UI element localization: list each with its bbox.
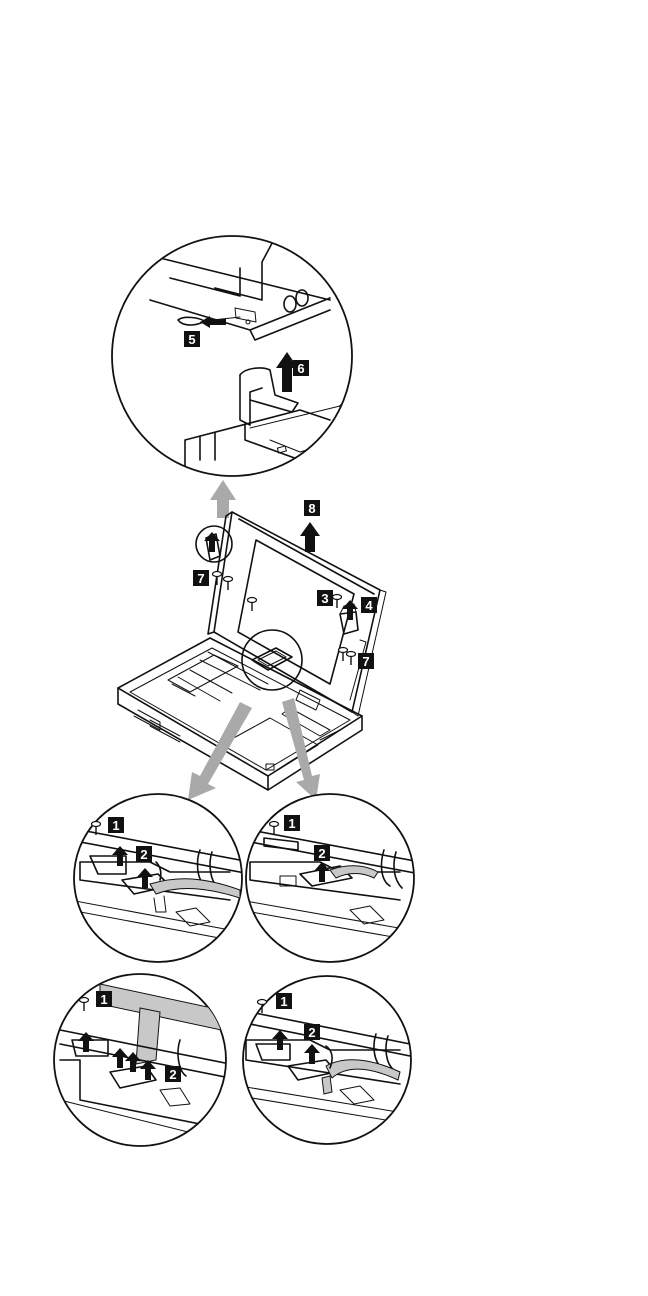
svg-text:4: 4 — [365, 598, 373, 613]
callout-2-d: 2 — [304, 1024, 320, 1040]
svg-text:2: 2 — [318, 846, 325, 861]
detail-circle-top — [112, 232, 372, 476]
svg-text:1: 1 — [112, 818, 119, 833]
screw-icon — [213, 572, 222, 586]
callout-3: 3 — [317, 590, 333, 606]
detail-circle-b — [240, 794, 420, 962]
callout-6: 6 — [293, 360, 309, 376]
up-arrow-icon — [300, 522, 320, 552]
callout-4: 4 — [361, 597, 377, 613]
screw-icon — [224, 577, 233, 591]
detail-circle-d — [240, 976, 420, 1144]
callout-7-left: 7 — [193, 570, 209, 586]
callout-1-d: 1 — [276, 993, 292, 1009]
svg-text:2: 2 — [308, 1025, 315, 1040]
svg-text:1: 1 — [100, 992, 107, 1007]
callout-7-right: 7 — [358, 653, 374, 669]
screw-icon — [333, 595, 342, 609]
screw-icon — [248, 598, 257, 612]
detail-circle-a — [70, 794, 250, 962]
callout-8: 8 — [304, 500, 320, 516]
callout-5: 5 — [184, 331, 200, 347]
zoom-arrow-icon — [282, 698, 320, 800]
screw-icon — [347, 652, 356, 666]
svg-text:7: 7 — [197, 571, 204, 586]
callout-1-a: 1 — [108, 817, 124, 833]
svg-text:2: 2 — [169, 1067, 176, 1082]
zoom-arrow-icon — [188, 702, 252, 800]
svg-text:3: 3 — [321, 591, 328, 606]
svg-text:7: 7 — [362, 654, 369, 669]
callout-1-b: 1 — [284, 815, 300, 831]
svg-text:8: 8 — [308, 501, 315, 516]
svg-text:1: 1 — [280, 994, 287, 1009]
callout-2-c: 2 — [165, 1066, 181, 1082]
callout-2-a: 2 — [136, 846, 152, 862]
svg-text:2: 2 — [140, 847, 147, 862]
svg-text:6: 6 — [297, 361, 304, 376]
svg-text:5: 5 — [188, 332, 195, 347]
callout-2-b: 2 — [314, 845, 330, 861]
callout-1-c: 1 — [96, 991, 112, 1007]
detail-circle-c — [54, 974, 240, 1146]
detail-marker-center — [242, 630, 302, 690]
svg-text:1: 1 — [288, 816, 295, 831]
